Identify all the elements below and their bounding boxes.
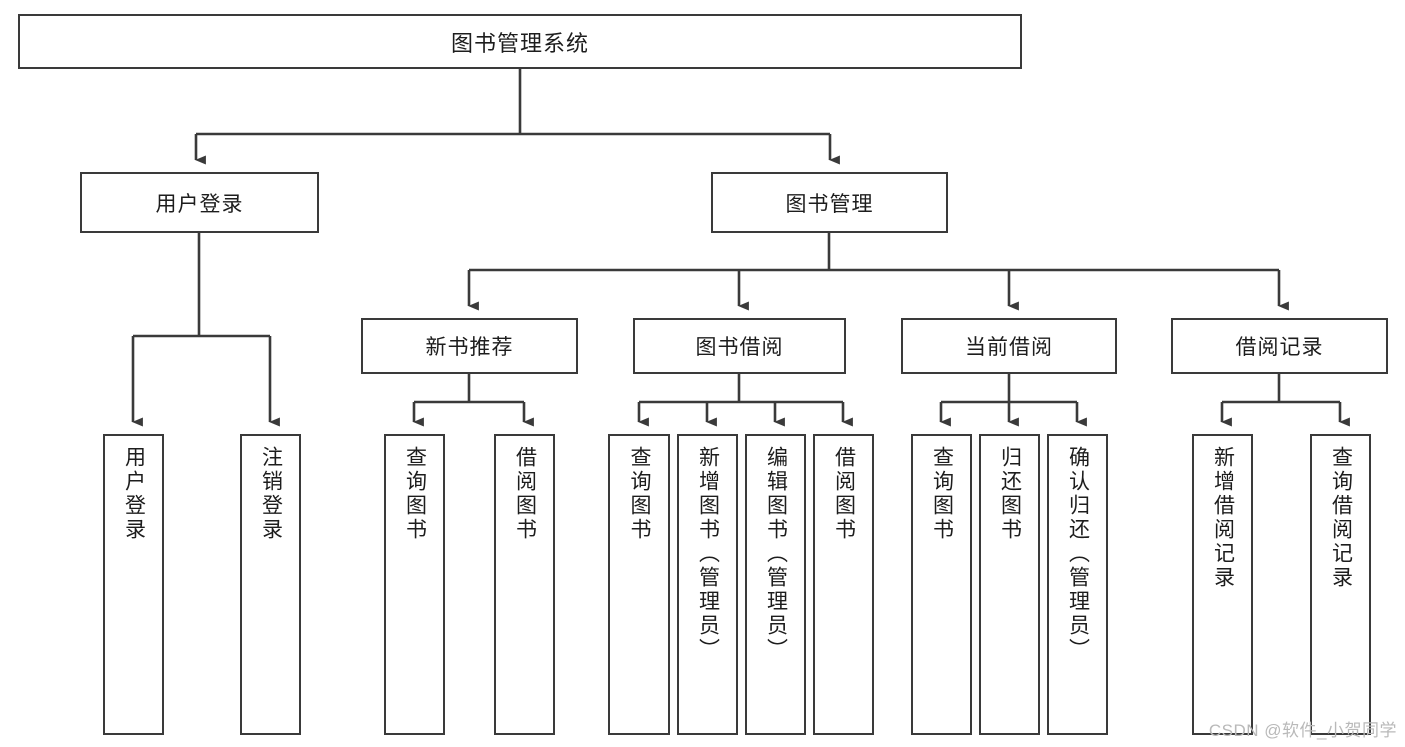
node-label: 新增借阅记录 [1211,446,1235,590]
node-root-system[interactable]: 图书管理系统 [18,14,1022,69]
node-label: 新增图书（管理员） [696,446,720,662]
csdn-watermark: CSDN @软件_小贺同学 [1208,721,1397,740]
node-leaf-add-book[interactable]: 新增图书（管理员） [677,434,738,735]
node-leaf-query-record[interactable]: 查询借阅记录 [1310,434,1371,735]
node-leaf-edit-book[interactable]: 编辑图书（管理员） [745,434,806,735]
node-label: 查询借阅记录 [1329,446,1353,590]
node-current-borrow[interactable]: 当前借阅 [901,318,1117,374]
node-leaf-query-book-2[interactable]: 查询图书 [608,434,670,735]
node-label: 编辑图书（管理员） [764,446,788,662]
node-new-book-rec[interactable]: 新书推荐 [361,318,578,374]
node-book-manage[interactable]: 图书管理 [711,172,948,233]
node-label: 用户登录 [155,192,244,216]
node-label: 图书管理系统 [450,30,589,56]
node-leaf-return-book[interactable]: 归还图书 [979,434,1040,735]
node-label: 查询图书 [930,446,954,542]
node-label: 查询图书 [628,446,652,542]
node-label: 借阅记录 [1235,336,1324,359]
node-borrow-record[interactable]: 借阅记录 [1171,318,1388,374]
node-label: 图书借阅 [695,336,784,359]
node-label: 新书推荐 [425,336,514,359]
node-label: 当前借阅 [965,336,1053,359]
node-leaf-confirm-return[interactable]: 确认归还（管理员） [1047,434,1108,735]
node-label: 图书管理 [785,192,874,216]
node-leaf-user-login[interactable]: 用户登录 [103,434,164,735]
node-leaf-query-book-3[interactable]: 查询图书 [911,434,972,735]
node-leaf-logout[interactable]: 注销登录 [240,434,301,735]
node-label: 归还图书 [998,446,1022,542]
node-leaf-query-book-1[interactable]: 查询图书 [384,434,445,735]
node-leaf-add-record[interactable]: 新增借阅记录 [1192,434,1253,735]
node-label: 确认归还（管理员） [1066,446,1090,662]
node-label: 借阅图书 [832,446,856,542]
node-label: 注销登录 [259,446,283,542]
node-user-login[interactable]: 用户登录 [80,172,319,233]
node-label: 借阅图书 [513,446,537,542]
node-label: 查询图书 [403,446,427,542]
node-leaf-borrow-book-2[interactable]: 借阅图书 [813,434,874,735]
node-label: 用户登录 [122,446,146,542]
node-book-borrow[interactable]: 图书借阅 [633,318,846,374]
node-leaf-borrow-book-1[interactable]: 借阅图书 [494,434,555,735]
